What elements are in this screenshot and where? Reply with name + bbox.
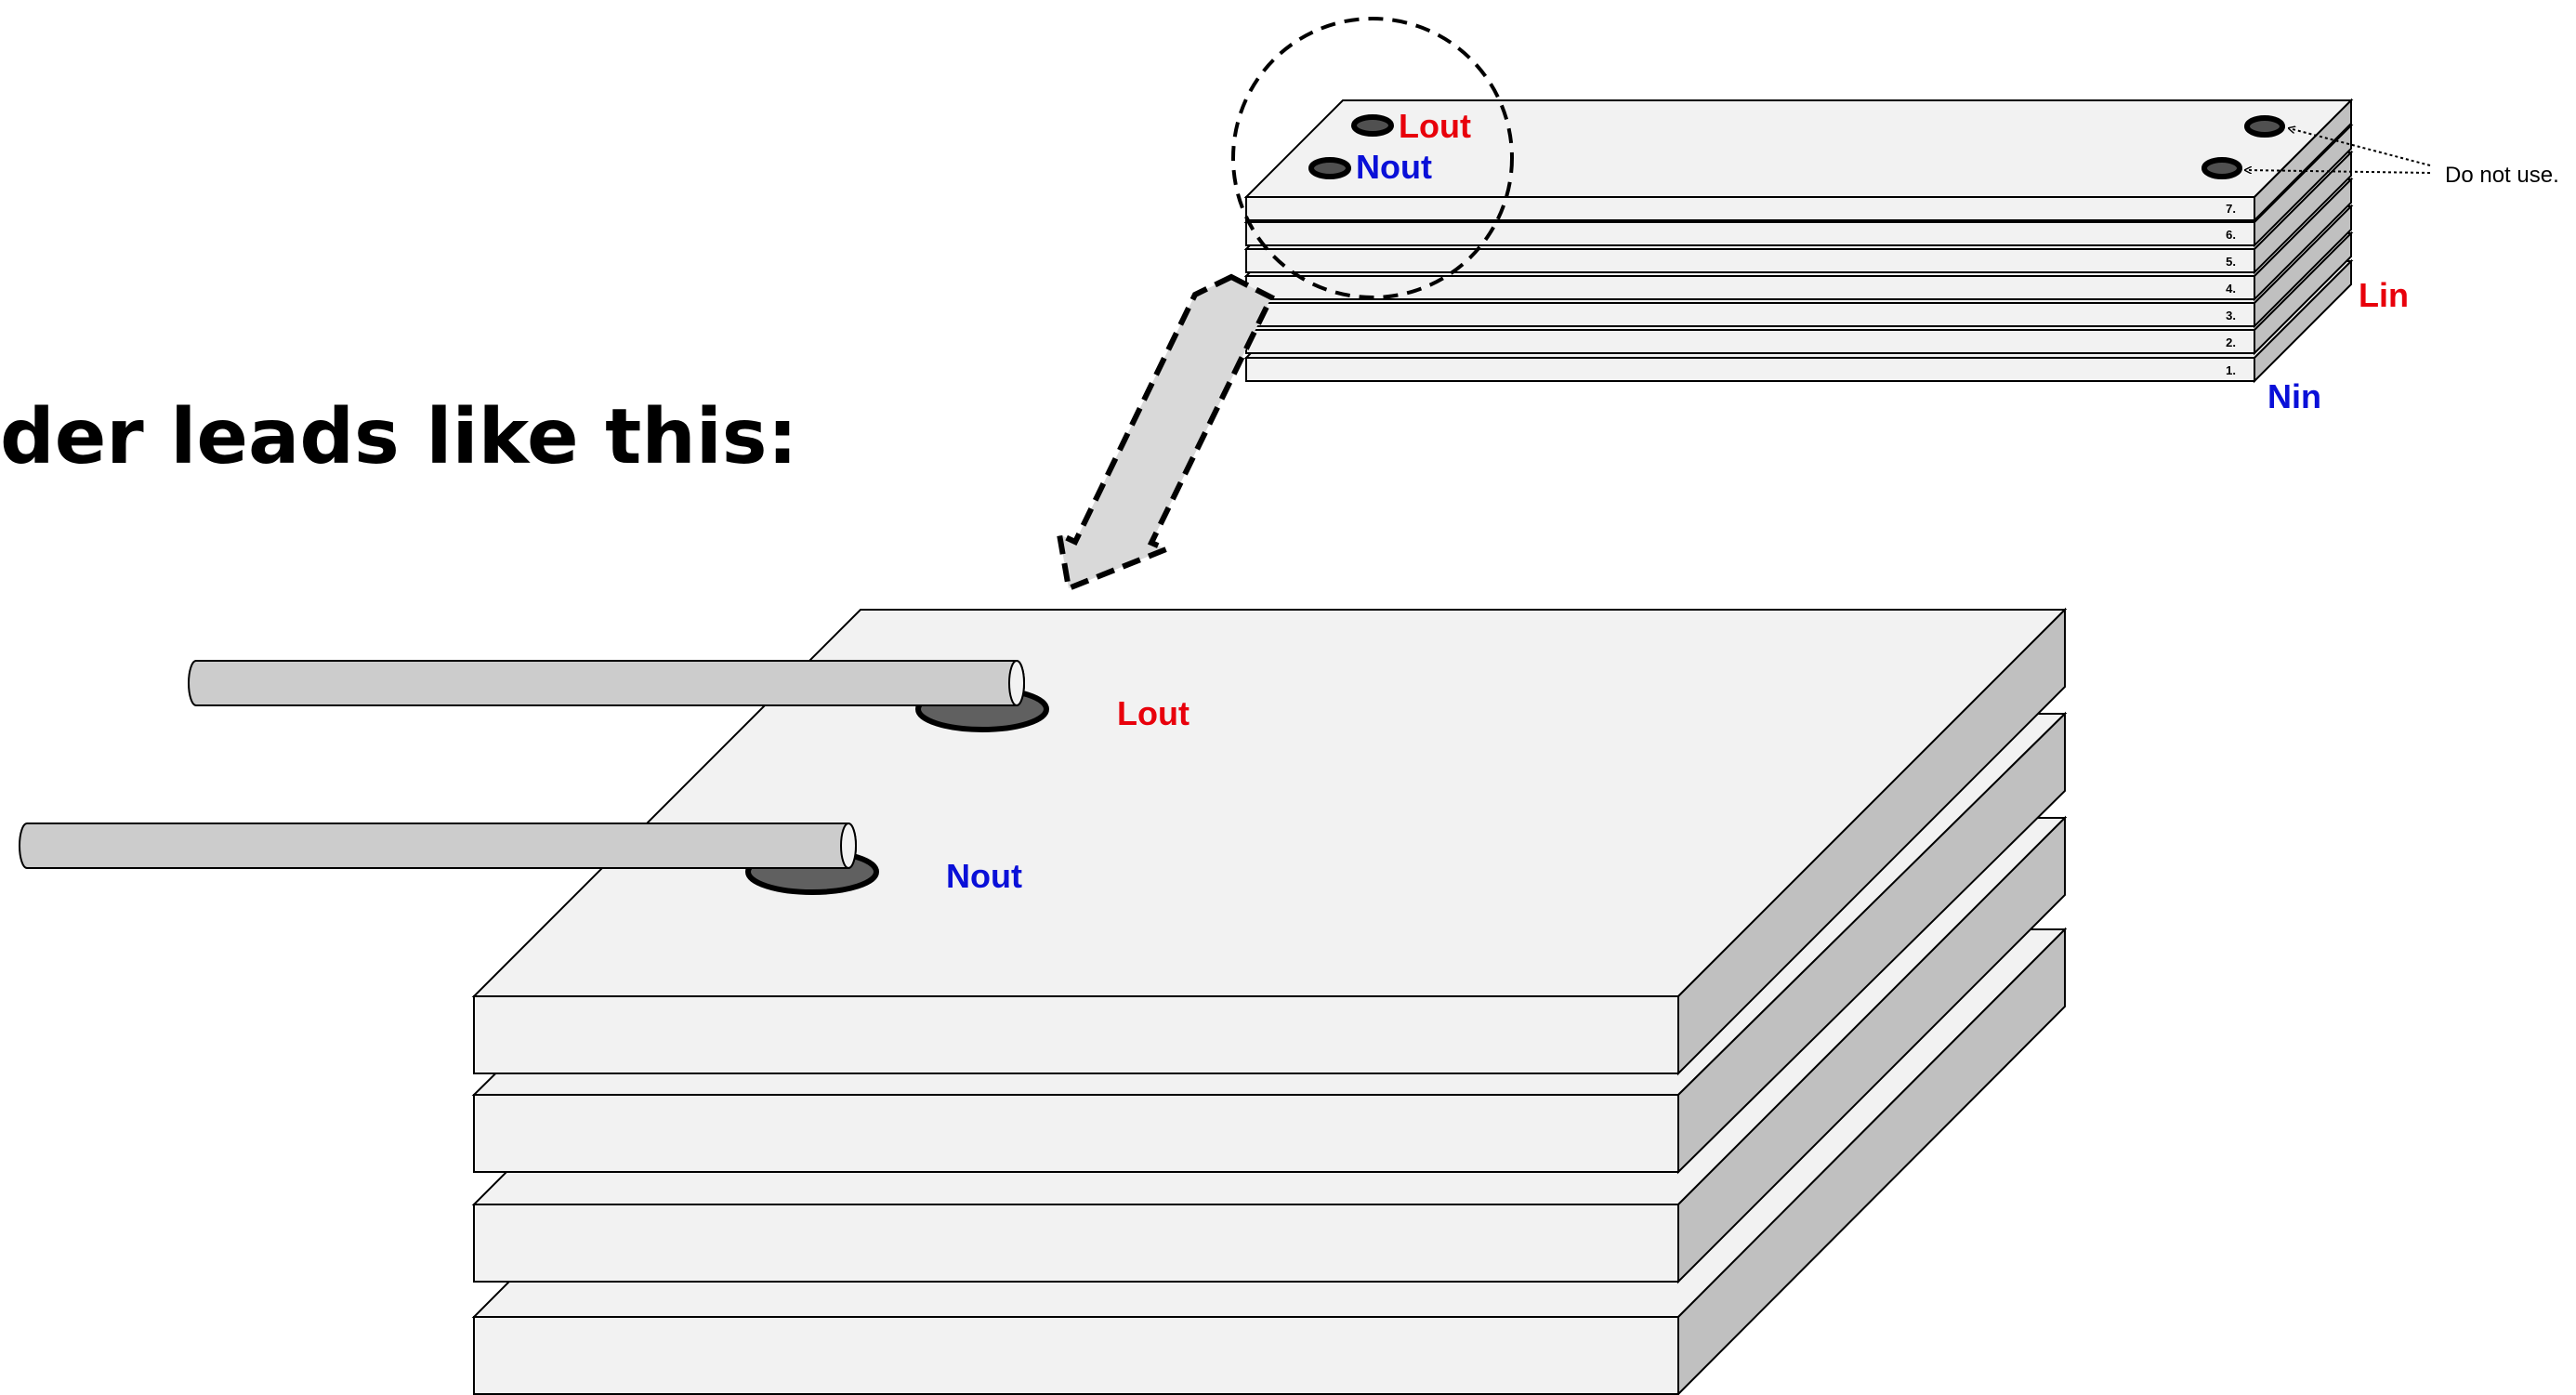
hole-lout-small (1351, 114, 1394, 137)
label-nout-large: Nout (946, 857, 1022, 895)
page-heading: der leads like this: (0, 393, 797, 481)
zoom-circle (1231, 17, 1514, 299)
layer-label-3: 3. (2226, 309, 2236, 322)
hole-nout-small (1308, 157, 1351, 179)
hole-unused-1 (2244, 115, 2285, 138)
zoom-arrow (1056, 273, 1275, 593)
hole-unused-2 (2201, 157, 2242, 179)
layer-label-5: 5. (2226, 255, 2236, 269)
large-plate-stack: Lout Nout (19, 607, 2068, 1395)
layer-label-7: 7. (2226, 202, 2236, 216)
layer-label-6: 6. (2226, 228, 2236, 242)
label-nout-small: Nout (1356, 148, 1432, 186)
layer-label-4: 4. (2226, 282, 2236, 296)
small-layer-7: 7. (1243, 98, 2354, 223)
small-plate-stack: 1. 2. 3. 4. 5. (1243, 98, 2559, 415)
label-lin: Lin (2359, 276, 2409, 314)
layer-label-2: 2. (2226, 336, 2236, 349)
lead-wire-nout (19, 823, 857, 869)
do-not-use-note: Do not use. (2445, 163, 2559, 188)
label-lout-small: Lout (1399, 107, 1471, 145)
note-leader-1 (2289, 128, 2431, 166)
label-nin: Nin (2267, 377, 2321, 415)
label-lout-large: Lout (1117, 694, 1189, 732)
lead-wire-lout (188, 660, 1025, 706)
layer-label-1: 1. (2226, 363, 2236, 377)
